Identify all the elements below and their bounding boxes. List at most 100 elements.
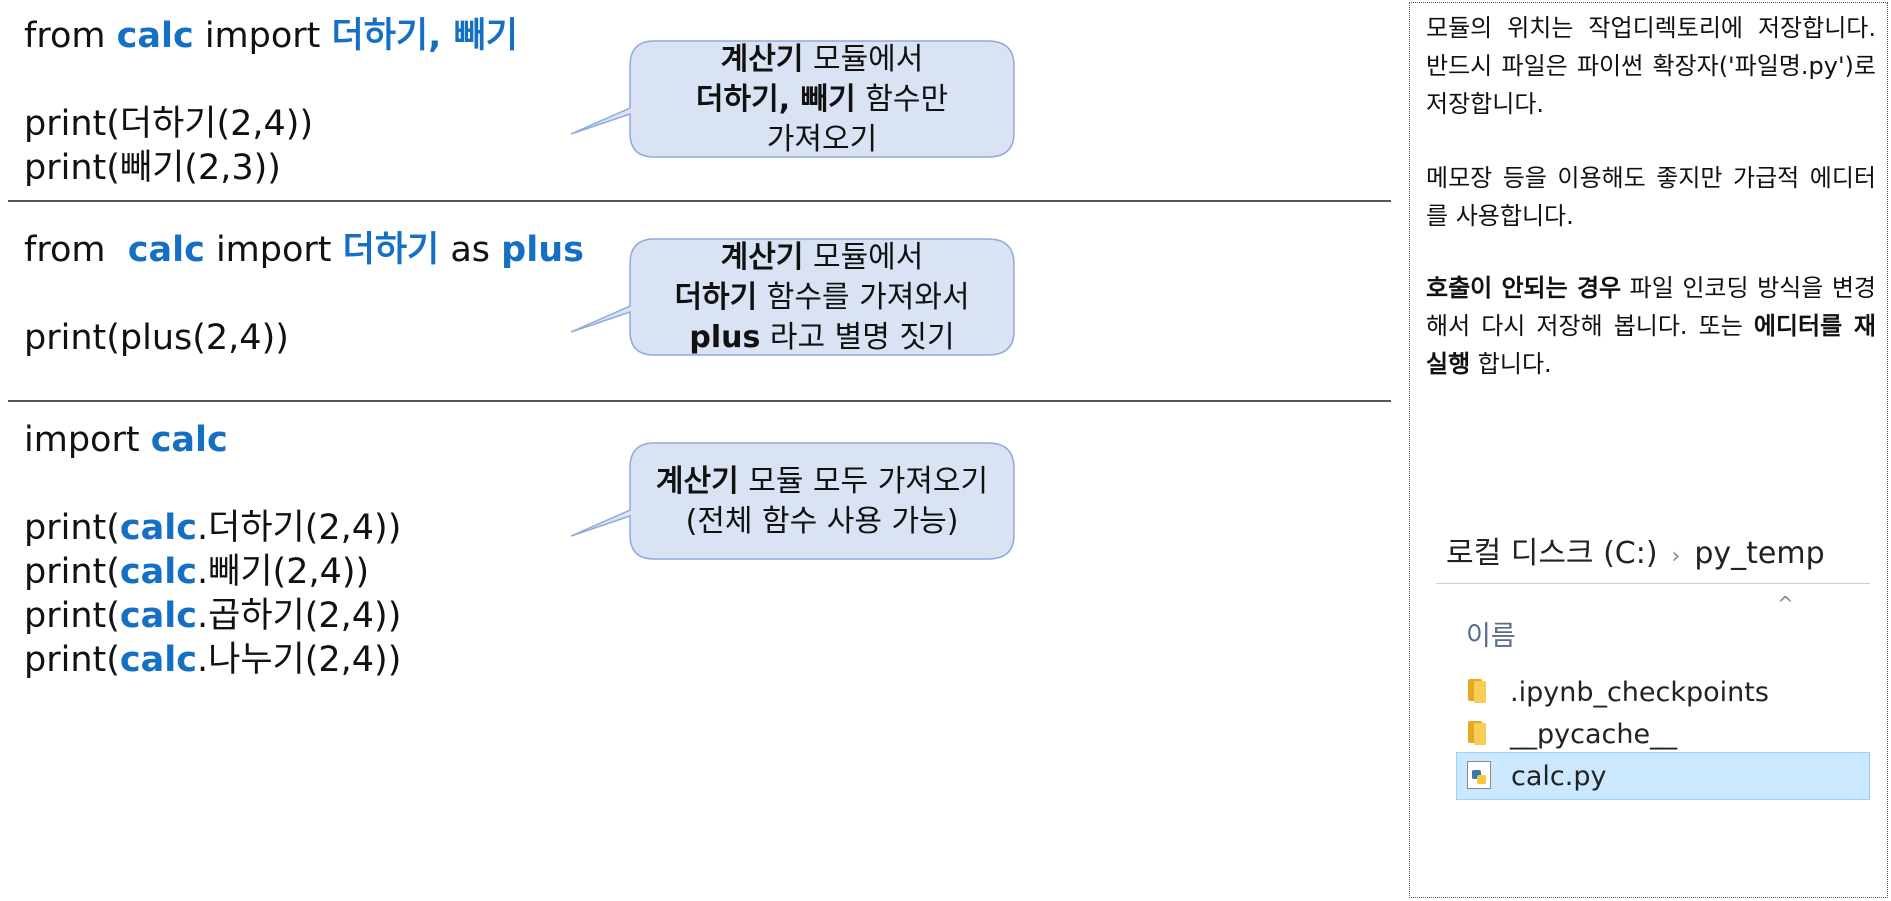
folder-icon: [1466, 677, 1496, 707]
highlighted-text: 더하기, 빼기: [695, 82, 856, 117]
text-run: (전체 함수 사용 가능): [685, 504, 959, 539]
text-run: as: [439, 230, 502, 270]
callout-bubble: 계산기 모듈 모두 가져오기 (전체 함수 사용 가능): [568, 442, 1018, 562]
folder-icon-shape: [1466, 719, 1492, 745]
callout-text: 계산기 모듈 모두 가져오기 (전체 함수 사용 가능): [630, 442, 1014, 562]
highlighted-text: 더하기, 빼기: [331, 16, 518, 56]
file-list-item[interactable]: .ipynb_checkpoints: [1456, 668, 1870, 716]
highlighted-text: 더하기: [342, 230, 440, 270]
text-run: .곱하기(2,4)): [197, 596, 402, 636]
text-run: print(: [24, 508, 120, 548]
code-line: print(calc.나누기(2,4)): [24, 638, 401, 682]
highlighted-text: calc: [119, 640, 198, 680]
file-name: calc.py: [1511, 760, 1607, 792]
code-block: import calc print(calc.더하기(2,4))print(ca…: [24, 418, 401, 682]
highlighted-text: 더하기: [674, 280, 758, 315]
breadcrumb: 로컬 디스크 (C:) › py_temp: [1446, 528, 1825, 572]
file-list-item[interactable]: __pycache__: [1456, 710, 1870, 758]
code-block: from calc import 더하기, 빼기 print(더하기(2,4))…: [24, 14, 518, 190]
code-line: print(빼기(2,3)): [24, 146, 518, 190]
highlighted-text: plus: [689, 320, 761, 355]
highlighted-text: calc: [119, 508, 198, 548]
callout-line: 더하기, 빼기 함수만: [696, 80, 948, 120]
text-run: [24, 464, 35, 504]
highlighted-text: 계산기: [720, 42, 804, 77]
text-run: 파일 인코딩 방식을 변경해서 다시 저장해 봅니다. 또는: [1426, 274, 1876, 340]
text-run: import: [204, 230, 343, 270]
file-explorer-screenshot: 로컬 디스크 (C:) › py_temp ^ 이름 .ipynb_checkpoi…: [1420, 510, 1880, 850]
code-line: from calc import 더하기 as plus: [24, 228, 584, 272]
callout-line: 계산기 모듈에서: [721, 238, 924, 278]
speech-bubble-shape: [570, 40, 1015, 158]
code-line: [24, 58, 518, 102]
text-run: print(plus(2,4)): [24, 318, 289, 358]
text-run: 모듈 모두 가져오기: [738, 464, 989, 499]
section-module-import: import calc print(calc.더하기(2,4))print(ca…: [0, 400, 1390, 700]
text-run: [24, 274, 35, 314]
highlighted-text: plus: [501, 230, 584, 270]
code-line: print(더하기(2,4)): [24, 102, 518, 146]
highlighted-text: calc: [119, 596, 198, 636]
text-run: 함수만: [855, 82, 949, 117]
breadcrumb-item[interactable]: py_temp: [1694, 536, 1825, 571]
highlighted-text: calc: [119, 552, 198, 592]
column-header-name[interactable]: 이름: [1466, 621, 1516, 652]
header-divider: [1436, 583, 1870, 584]
note-paragraph: 메모장 등을 이용해도 좋지만 가급적 에디터를 사용합니다.: [1426, 159, 1876, 235]
code-line: import calc: [24, 418, 401, 462]
code-line: print(calc.더하기(2,4)): [24, 506, 401, 550]
text-run: 가져오기: [766, 122, 878, 157]
section-selective-import: from calc import 더하기, 빼기 print(더하기(2,4))…: [0, 0, 1390, 200]
text-run: print(: [24, 640, 120, 680]
highlighted-text: calc: [127, 230, 205, 270]
highlighted-text: 계산기: [655, 464, 739, 499]
text-run: import: [24, 420, 151, 460]
folder-icon: [1466, 719, 1496, 749]
highlighted-text: calc: [150, 420, 228, 460]
text-run: 모듈에서: [803, 42, 924, 77]
callout-line: 가져오기: [767, 120, 877, 160]
callout-line: 계산기 모듈에서: [721, 40, 924, 80]
highlighted-text: 계산기: [720, 240, 804, 275]
code-line: from calc import 더하기, 빼기: [24, 14, 518, 58]
text-run: .빼기(2,4)): [197, 552, 370, 592]
code-line: [24, 272, 584, 316]
file-name: .ipynb_checkpoints: [1510, 676, 1769, 708]
python-file-icon-shape: [1467, 761, 1491, 789]
section-divider: [8, 200, 1391, 202]
python-file-icon: [1467, 761, 1497, 791]
folder-icon-shape: [1466, 677, 1492, 703]
sort-caret-icon[interactable]: ^: [1777, 592, 1794, 616]
text-run: print(: [24, 596, 120, 636]
text-run: 합니다.: [1470, 350, 1552, 378]
text-run: .나누기(2,4)): [197, 640, 402, 680]
speech-bubble-shape: [570, 238, 1015, 356]
highlighted-text: calc: [116, 16, 194, 56]
breadcrumb-item[interactable]: 로컬 디스크 (C:): [1446, 536, 1658, 571]
text-run: print(빼기(2,3)): [24, 148, 281, 188]
callout-line: plus 라고 별명 짓기: [689, 318, 954, 358]
text-run: 모듈에서: [803, 240, 924, 275]
code-line: print(plus(2,4)): [24, 316, 584, 360]
highlighted-text: 호출이 안되는 경우: [1426, 274, 1622, 302]
code-block: from calc import 더하기 as plus print(plus(…: [24, 228, 584, 360]
file-name: __pycache__: [1510, 718, 1678, 750]
side-note-panel: 모듈의 위치는 작업디렉토리에 저장합니다. 반드시 파일은 파이썬 확장자('…: [1409, 2, 1888, 898]
file-list-item[interactable]: calc.py: [1456, 752, 1870, 800]
callout-line: 더하기 함수를 가져와서: [674, 278, 969, 318]
text-run: print(더하기(2,4)): [24, 104, 314, 144]
chevron-right-icon: ›: [1671, 544, 1681, 569]
code-line: [24, 462, 401, 506]
section-divider: [8, 400, 1391, 402]
text-run: from: [24, 230, 128, 270]
speech-bubble-shape: [570, 442, 1015, 560]
section-alias-import: from calc import 더하기 as plus print(plus(…: [0, 200, 1390, 400]
text-run: .더하기(2,4)): [197, 508, 402, 548]
code-line: print(calc.곱하기(2,4)): [24, 594, 401, 638]
text-run: import: [193, 16, 332, 56]
highlighted-text: 에디터를 재실행: [1426, 312, 1877, 378]
